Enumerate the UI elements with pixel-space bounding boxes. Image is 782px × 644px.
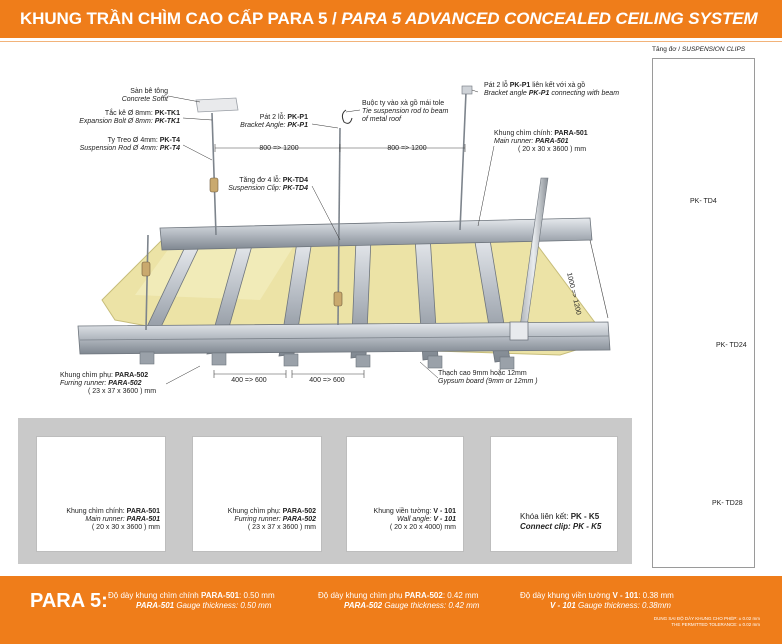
page-title: KHUNG TRẦN CHÌM CAO CẤP PARA 5 / PARA 5 …	[20, 9, 758, 28]
card2-caption: Khung chìm phụ: PARA-502 Furring runner:…	[227, 508, 316, 531]
dim-spacing-a: 400 => 600	[231, 377, 267, 384]
clip-td28-label: PK- TD28	[712, 500, 743, 507]
dim-span-a: 800 => 1200	[259, 145, 299, 152]
header-bar: KHUNG TRẦN CHÌM CAO CẤP PARA 5 / PARA 5 …	[0, 0, 782, 38]
product-card-v-101	[346, 436, 464, 552]
dim-span-b: 800 => 1200	[387, 145, 427, 152]
concrete-block	[195, 97, 239, 113]
label-expansion-bolt: Tắc kê Ø 8mm: PK-TK1 Expansion Bolt Ø 8m…	[79, 110, 180, 125]
card4-caption: Khóa liên kết: PK - K5 Connect clip: PK …	[520, 512, 602, 531]
footer-bar	[0, 576, 782, 644]
footer-brand: PARA 5:	[30, 590, 108, 612]
footer-tolerance: DUNG SAI ĐỘ DÀY KHUNG CHO PHÉP: ± 0.02 m…	[653, 616, 760, 627]
footer-gauge-v101: Độ dày khung viền tường V - 101: 0.38 mm…	[520, 591, 674, 610]
product-card-pk-k5	[490, 436, 618, 552]
label-suspension-rod: Ty Treo Ø 4mm: PK-T4 Suspension Rod Ø 4m…	[79, 137, 180, 152]
footer-gauge-501: Độ dày khung chìm chính PARA-501: 0.50 m…	[108, 591, 275, 610]
label-bracket: Pát 2 lỗ: PK-P1 Bracket Angle: PK-P1	[240, 114, 308, 129]
header-rule	[0, 41, 782, 42]
clip-td24-label: PK- TD24	[716, 342, 747, 349]
label-furring-runner: Khung chìm phụ: PARA-502 Furring runner:…	[60, 372, 157, 395]
label-main-runner: Khung chìm chính: PARA-501 Main runner: …	[494, 130, 588, 153]
clips-title: Tăng đơ / SUSPENSION CLIPS	[652, 46, 746, 53]
label-suspension-clip: Tăng đơ 4 lỗ: PK-TD4 Suspension Clip: PK…	[228, 177, 308, 192]
label-beam-bracket: Pát 2 lỗ PK-P1 liên kết với xà gồ Bracke…	[484, 82, 620, 97]
suspension-clips-panel	[652, 58, 755, 568]
dim-spacing-b: 400 => 600	[309, 377, 345, 384]
product-card-para-502	[192, 436, 322, 552]
footer-gauge-502: Độ dày khung chìm phụ PARA-502: 0.42 mm …	[318, 591, 480, 610]
main-runner-back	[159, 217, 593, 251]
card3-caption: Khung viền tường: V - 101 Wall angle: V …	[373, 508, 456, 531]
product-card-para-501	[36, 436, 166, 552]
clip-td4-label: PK- TD4	[690, 198, 717, 205]
card1-caption: Khung chìm chính: PARA-501 Main runner: …	[66, 508, 160, 531]
